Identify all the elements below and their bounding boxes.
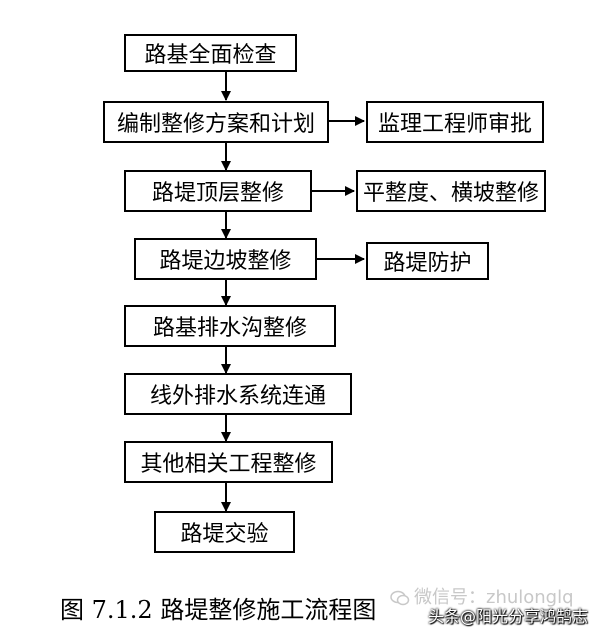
step-repair-plan: 编制整修方案和计划	[103, 101, 329, 143]
watermark-text: 微信号：zhulonglq	[414, 587, 574, 608]
step-drainage-connection: 线外排水系统连通	[124, 373, 352, 415]
wechat-icon	[390, 590, 410, 606]
source-credit: 头条@阳光分享鸿鹄志	[428, 607, 589, 626]
step-other-works-repair: 其他相关工程整修	[124, 441, 333, 483]
step-drainage-ditch-repair: 路基排水沟整修	[124, 305, 336, 347]
step-embankment-top-repair: 路堤顶层整修	[124, 170, 312, 212]
side-step-supervisor-approval: 监理工程师审批	[366, 101, 544, 143]
side-step-flatness-slope: 平整度、横坡整修	[356, 170, 546, 212]
figure-caption: 图 7.1.2 路堤整修施工流程图	[60, 596, 377, 624]
step-subgrade-inspection: 路基全面检查	[124, 34, 297, 72]
watermark: 微信号：zhulonglq	[390, 583, 574, 609]
step-slope-repair: 路堤边坡整修	[134, 238, 317, 280]
step-acceptance: 路堤交验	[154, 511, 295, 553]
side-step-embankment-protection: 路堤防护	[366, 242, 489, 280]
